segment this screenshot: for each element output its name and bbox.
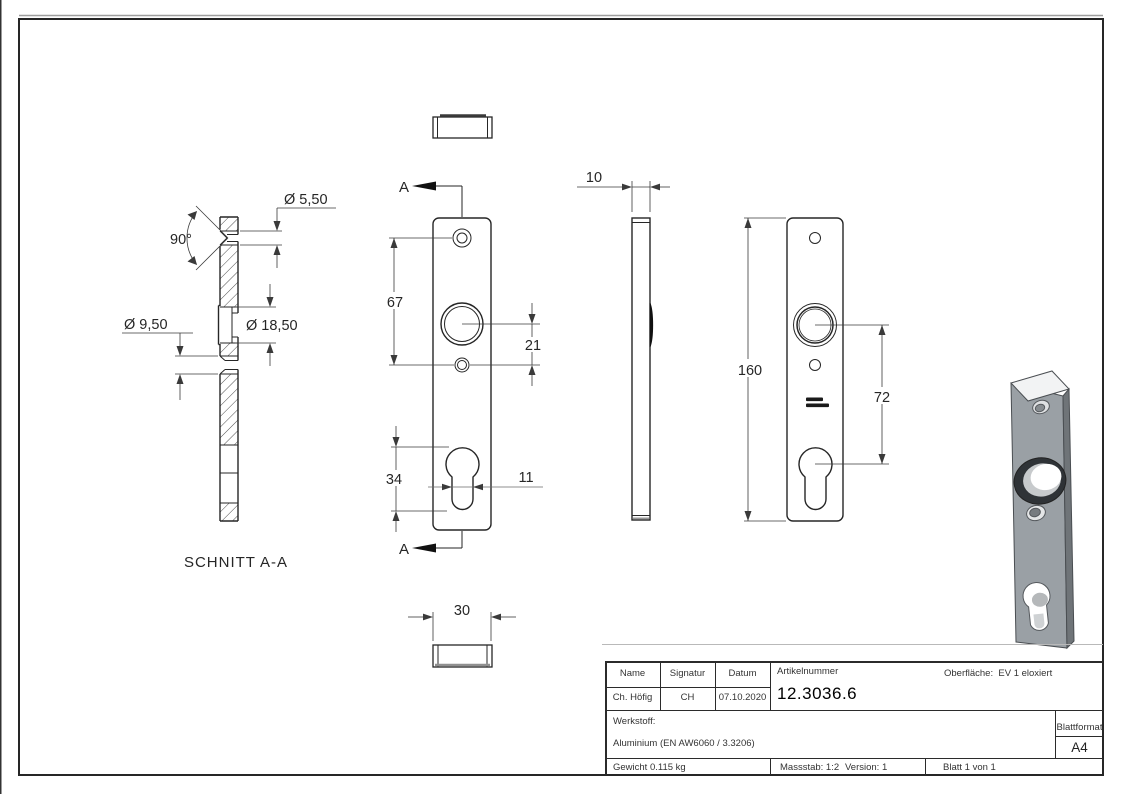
screw-hole-mid [454,357,470,373]
bottom-view: 30 [408,603,516,668]
iso-screw-hole-mid [1026,504,1046,522]
collar-profile [649,302,654,348]
dim-21: 21 [462,303,543,386]
iso-handle-hole [1013,457,1067,505]
dim-angle-90: 90° [170,205,229,271]
gewicht: Gewicht 0.115 kg [613,762,686,773]
cut-label-top: A [399,179,409,196]
stamp-marking [806,397,823,402]
dim-11: 11 [428,470,543,491]
screw-hole-top [452,228,472,248]
screw-hole-mid [809,359,821,371]
dim-160: 160 [732,217,786,522]
screw-hole-top [809,232,821,244]
blattformat-value: A4 [1071,740,1088,755]
dim-10: 10 [577,170,670,212]
artikelnummer-value: 12.3036.6 [777,684,858,703]
dim-dia-5-50: Ø 5,50 [240,192,336,268]
dim-30: 30 [408,603,516,641]
section-title: SCHNITT A-A [184,554,288,571]
euro-keyhole [445,447,480,511]
dim-34: 34 [384,426,449,532]
euro-keyhole [798,447,833,511]
dim-label: 160 [738,363,762,379]
iso-side-face [1062,387,1075,650]
artikelnummer-label: Artikelnummer [777,666,839,677]
title-block-shadow-line [602,644,1103,645]
value-datum: 07.10.2020 [718,692,767,703]
dim-72: 72 [815,324,895,465]
oberflaeche: Oberfläche: EV 1 eloxiert [944,668,1053,679]
massstab: Massstab: 1:2 [780,762,840,773]
dim-label: Ø 9,50 [124,317,168,333]
dim-label: 67 [387,295,403,311]
blattformat-label: Blattformat [1056,722,1103,733]
dim-label: 72 [874,390,890,406]
stamp-marking [806,403,829,408]
dim-label: Ø 18,50 [246,318,298,334]
top-view [432,114,493,139]
dim-label: Ø 5,50 [284,192,328,208]
value-signatur: CH [680,692,695,703]
header-name: Name [619,668,646,679]
dim-label: 90° [170,232,192,248]
dim-label: 11 [518,470,533,486]
dim-dia-9-50: Ø 9,50 [122,317,218,400]
werkstoff-value: Aluminium (EN AW6060 / 3.3206) [613,738,755,749]
cut-label-bottom: A [399,541,409,558]
cut-marker-top: A [399,179,463,217]
iso-keyhole [1022,582,1051,631]
werkstoff-label: Werkstoff: [613,716,656,727]
section-view: Ø 5,50 90° Ø 9,50 [122,192,336,571]
dim-label: 21 [525,338,541,354]
dim-label: 30 [454,603,470,619]
header-datum: Datum [728,668,757,679]
front-view: A A 67 21 [384,179,543,558]
iso-screw-hole-top [1032,399,1050,415]
side-view: 10 [577,170,670,521]
back-view: 160 72 [732,217,895,522]
version: Version: 1 [845,762,888,773]
cut-marker-bottom: A [399,531,463,558]
dim-dia-18-50: Ø 18,50 [235,284,298,366]
iso-view [1010,370,1075,650]
header-signatur: Signatur [669,668,706,679]
dim-67: 67 [385,237,454,366]
value-name: Ch. Höfig [612,692,653,703]
dim-label: 34 [386,472,402,488]
blatt: Blatt 1 von 1 [943,762,996,773]
dim-label: 10 [586,170,602,186]
